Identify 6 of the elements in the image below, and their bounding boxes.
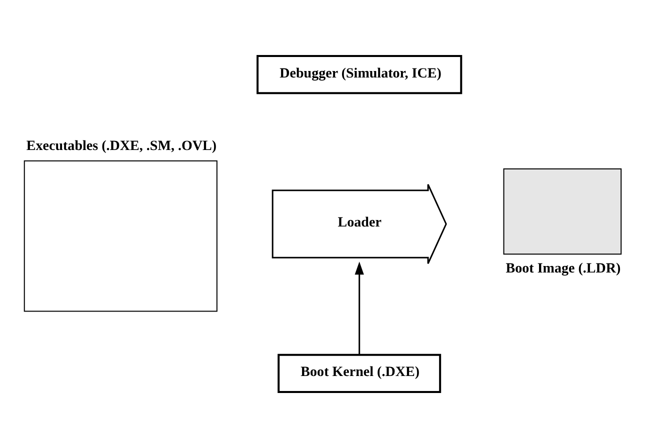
node-label: Boot Image (.LDR) xyxy=(506,260,621,276)
node-box xyxy=(24,160,218,312)
arrow xyxy=(354,262,364,355)
node-label: Executables (.DXE, .SM, .OVL) xyxy=(26,138,217,154)
node-box: Boot Kernel (.DXE) xyxy=(278,354,442,393)
node-box: Debugger (Simulator, ICE) xyxy=(256,55,462,94)
